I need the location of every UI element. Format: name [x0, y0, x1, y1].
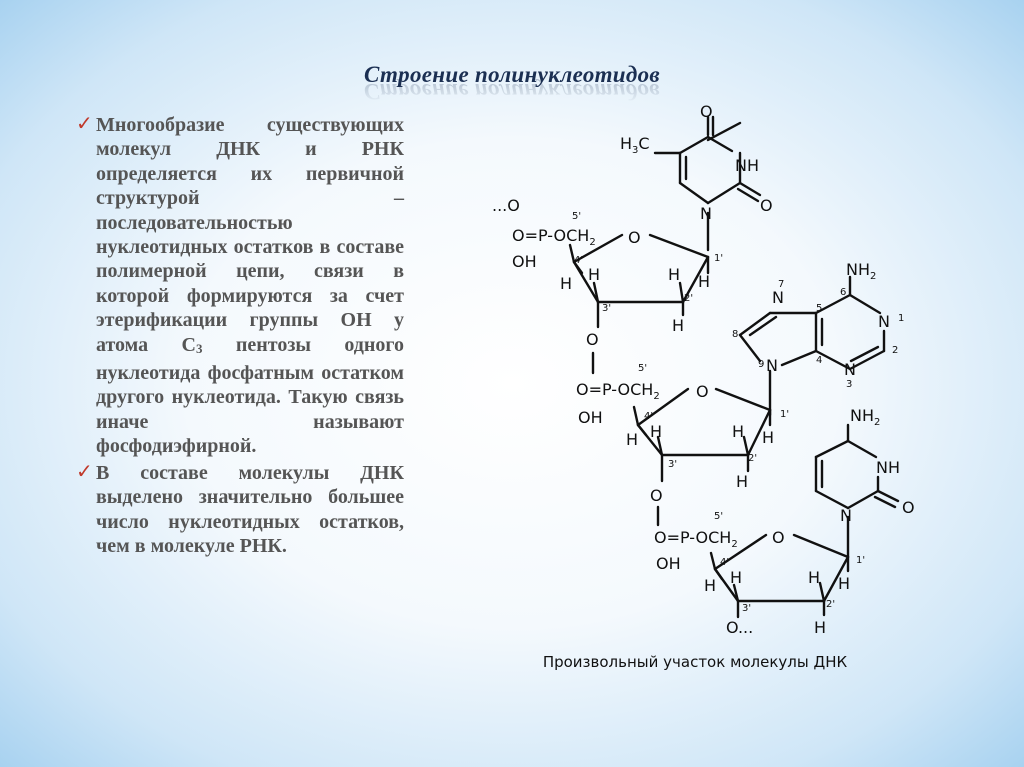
cytosine-n: N [840, 506, 852, 525]
thymine-o-top: O [700, 102, 713, 121]
c1-label-2: 1' [780, 409, 789, 420]
o-dots-start: ...O [492, 196, 520, 215]
pos-6: 6 [840, 287, 846, 298]
h-1d: H [698, 272, 710, 291]
h-1e: H [672, 316, 684, 335]
paragraph-dna-size: ✓ В составе молекулы ДНК выделено значит… [76, 459, 404, 559]
h-2c: H [732, 422, 744, 441]
c5-label-3: 5' [714, 511, 723, 522]
paragraph-text: В составе молекулы ДНК выделено значител… [96, 461, 404, 557]
pos-9: 9 [758, 359, 764, 370]
bridge-o-1: O [586, 330, 599, 349]
h-3a: H [730, 568, 742, 587]
adenine-n7: N [772, 288, 784, 307]
phosphate-3: O=P-OCH2 [654, 528, 738, 550]
adenine-n3: N [844, 360, 856, 379]
c2-label-2: 2' [748, 453, 757, 464]
pos-4: 4 [816, 355, 822, 366]
phosphate-1: O=P-OCH2 [512, 226, 596, 248]
dna-structure-diagram: O H3C NH O N ...O 5' O=P-OCH2 OH O 4' H … [492, 102, 915, 637]
h-3e: H [814, 618, 826, 637]
c3-label-2: 3' [668, 459, 677, 470]
c5-label-2: 5' [638, 363, 647, 374]
oh-2: OH [578, 408, 603, 427]
bridge-o-2: O [650, 486, 663, 505]
slide-title: Строение полинуклеотидов [364, 62, 660, 87]
c3-label-1: 3' [602, 303, 611, 314]
diagram-caption: Произвольный участок молекулы ДНК [542, 653, 848, 671]
c4-label-2: 4' [644, 411, 653, 422]
h-2b: H [626, 430, 638, 449]
oh-1: OH [512, 252, 537, 271]
pos-7: 7 [778, 279, 784, 290]
h-1c: H [668, 265, 680, 284]
body-text: ✓ Многообразие существующих молекул ДНК … [76, 111, 404, 560]
adenine-nh2: NH2 [846, 260, 876, 282]
cytosine-nh: NH [876, 458, 900, 477]
c2-label-3: 2' [826, 599, 835, 610]
h-3c: H [808, 568, 820, 587]
methyl-h3c: H3C [620, 134, 650, 156]
pos-1: 1 [898, 313, 904, 324]
subscript-3: 3 [195, 340, 203, 356]
paragraph-text-cont: пентозы одного нуклеотида фосфатным оста… [96, 333, 404, 458]
h-3d: H [838, 574, 850, 593]
thymine-o-side: O [760, 196, 773, 215]
paragraph-text: Многообразие существующих молекул ДНК и … [96, 114, 404, 356]
cytosine-nh2: NH2 [850, 406, 880, 428]
h-1a: H [588, 265, 600, 284]
pos-3: 3 [846, 379, 852, 390]
h-3b: H [704, 576, 716, 595]
pos-2: 2 [892, 345, 898, 356]
c3-label-3: 3' [742, 603, 751, 614]
c1-label-3: 1' [856, 555, 865, 566]
cytosine-o: O [902, 498, 915, 517]
adenine-n9: N [766, 356, 778, 375]
pos-8: 8 [732, 329, 738, 340]
c4-label-3: 4' [720, 557, 729, 568]
c5-label: 5' [572, 211, 581, 222]
ring-o-1: O [628, 228, 641, 247]
phosphate-2: O=P-OCH2 [576, 380, 660, 402]
oh-3: OH [656, 554, 681, 573]
thymine-nh: NH [735, 156, 759, 175]
c1-label-1: 1' [714, 253, 723, 264]
h-2d: H [762, 428, 774, 447]
c4-label-1: 4' [574, 255, 583, 266]
adenine-n1: N [878, 312, 890, 331]
paragraph-primary-structure: ✓ Многообразие существующих молекул ДНК … [76, 111, 404, 459]
h-2e: H [736, 472, 748, 491]
o-dots-end: O... [726, 618, 753, 637]
h-1b: H [560, 274, 572, 293]
ring-o-2: O [696, 382, 709, 401]
c2-label-1: 2' [684, 293, 693, 304]
check-bullet-icon: ✓ [76, 111, 93, 135]
thymine-n: N [700, 204, 712, 223]
h-2a: H [650, 422, 662, 441]
check-bullet-icon: ✓ [76, 458, 93, 483]
pos-5: 5 [816, 303, 822, 314]
ring-o-3: O [772, 528, 785, 547]
